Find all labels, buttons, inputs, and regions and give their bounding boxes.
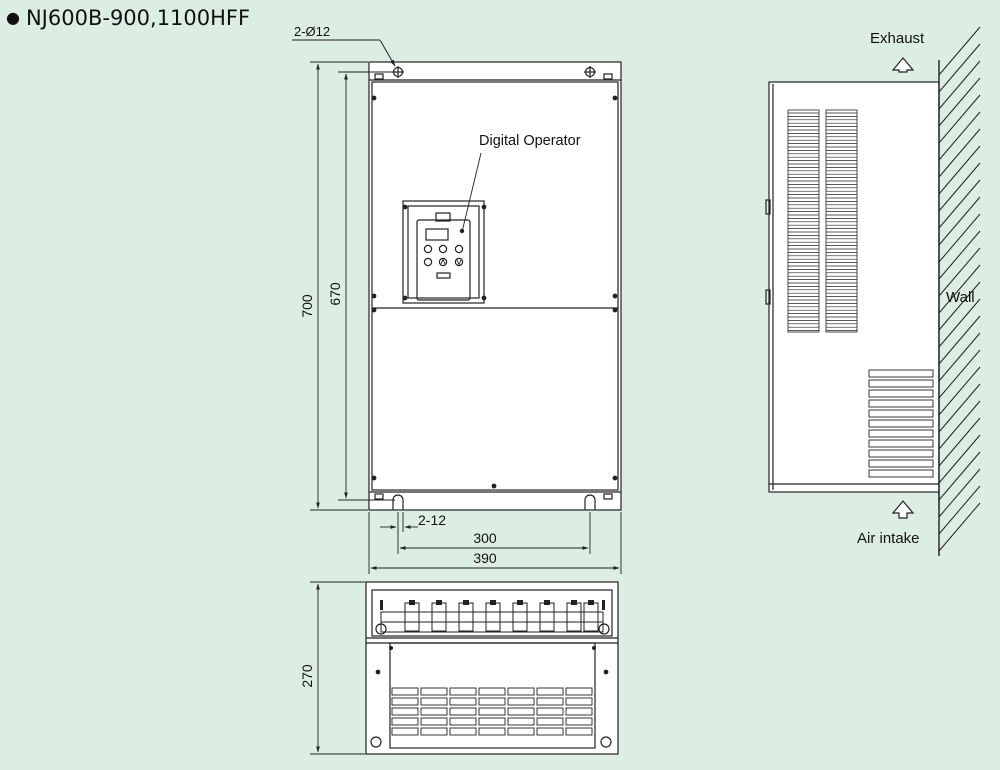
front-vertical-dimensions (310, 61, 395, 511)
top-mount-holes (374, 66, 613, 80)
wall-hatch-line (938, 196, 981, 246)
wall-hatch-line (938, 60, 981, 110)
side-view (765, 60, 940, 556)
front-horizontal-dimensions (368, 512, 622, 574)
vent-slats (788, 112, 857, 331)
wall-hatch-line (938, 162, 981, 212)
terminal-block (380, 611, 604, 633)
dim-height-700: 700 (299, 294, 315, 318)
digital-operator-label: Digital Operator (479, 133, 581, 149)
wall-hatch-line (938, 366, 981, 416)
wall-label: Wall (946, 289, 975, 306)
operator-bracket (402, 200, 485, 304)
wall-hatch-line (938, 417, 981, 467)
intake-arrow-icon (891, 500, 915, 519)
wall-hatch-line (938, 281, 981, 331)
dim-width-390: 390 (473, 550, 497, 566)
wall-hatch-line (938, 26, 981, 76)
wall-hatch-line (938, 43, 981, 93)
wall-hatch-line (938, 315, 981, 365)
hole-callout: 2-Ø12 (294, 24, 330, 39)
wall-hatch-line (938, 179, 981, 229)
side-exhaust-vents (787, 109, 858, 333)
keypad-display (425, 228, 449, 241)
wall-hatch-line (938, 502, 981, 552)
wall-hatch-line (938, 264, 981, 314)
dim-height-670: 670 (327, 282, 343, 306)
wall-hatch-line (938, 332, 981, 382)
wall-hatch-line (938, 247, 981, 297)
dim-depth-270: 270 (299, 664, 315, 688)
air-intake-label: Air intake (857, 530, 920, 547)
drawing-title: ● NJ600B-900,1100HFF (6, 6, 250, 30)
cover-screws (371, 95, 618, 489)
wall-hatch-line (938, 468, 981, 518)
bottom-view (365, 581, 619, 755)
wall-hatch-line (938, 213, 981, 263)
wall-hatch-line (938, 485, 981, 535)
wall-hatch-line (938, 400, 981, 450)
wall-hatch-line (938, 349, 981, 399)
bottom-vents (391, 687, 593, 736)
wall-hatch-line (938, 451, 981, 501)
wall-hatch-line (938, 145, 981, 195)
dim-slot-2-12: 2-12 (418, 512, 446, 528)
wall-hatch-line (938, 111, 981, 161)
exhaust-label: Exhaust (870, 30, 925, 47)
front-view (368, 61, 622, 511)
wall-hatch-line (938, 77, 981, 127)
hole-callout-leader (292, 39, 396, 67)
wall-hatch-line (938, 434, 981, 484)
exhaust-arrow-icon (891, 57, 915, 73)
wall-hatch-line (938, 383, 981, 433)
wall-hatch-line (938, 94, 981, 144)
bottom-depth-dimension (310, 581, 365, 755)
dim-width-300: 300 (473, 530, 497, 546)
side-intake-vents (868, 369, 934, 478)
wall-hatching (938, 26, 981, 552)
bullet-icon: ● (6, 8, 20, 27)
wall-hatch-line (938, 298, 981, 348)
wall-hatch-line (938, 230, 981, 280)
wall-hatch-line (938, 128, 981, 178)
model-title: NJ600B-900,1100HFF (25, 6, 251, 30)
front-enclosure (368, 61, 622, 511)
